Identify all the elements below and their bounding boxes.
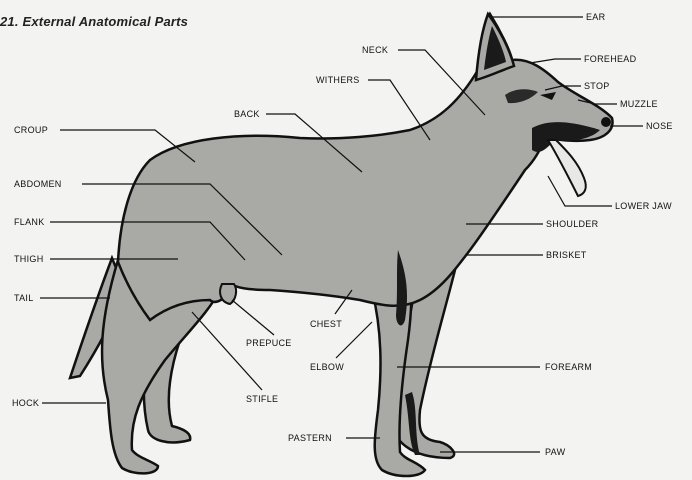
line-prepuce xyxy=(232,300,274,335)
label-ear: EAR xyxy=(586,12,606,22)
label-abdomen: ABDOMEN xyxy=(14,179,62,189)
label-nose: NOSE xyxy=(646,121,673,131)
dog-body xyxy=(118,14,613,320)
dog-nose xyxy=(601,117,611,127)
label-croup: CROUP xyxy=(14,125,48,135)
label-stifle: STIFLE xyxy=(246,394,278,404)
label-lower-jaw: LOWER JAW xyxy=(615,201,672,211)
label-forehead: FOREHEAD xyxy=(584,54,637,64)
label-brisket: BRISKET xyxy=(546,250,587,260)
label-shoulder: SHOULDER xyxy=(546,219,599,229)
line-stifle xyxy=(192,312,262,390)
label-back: BACK xyxy=(234,109,260,119)
label-hock: HOCK xyxy=(12,398,39,408)
label-withers: WITHERS xyxy=(316,75,360,85)
label-flank: FLANK xyxy=(14,217,45,227)
label-prepuce: PREPUCE xyxy=(246,338,292,348)
label-muzzle: MUZZLE xyxy=(620,99,658,109)
label-forearm: FOREARM xyxy=(545,362,592,372)
label-thigh: THIGH xyxy=(14,254,44,264)
label-pastern: PASTERN xyxy=(288,433,332,443)
line-forehead xyxy=(530,59,581,63)
label-stop: STOP xyxy=(584,81,610,91)
dog-tongue xyxy=(548,140,586,196)
label-chest: CHEST xyxy=(310,319,342,329)
label-tail: TAIL xyxy=(14,293,34,303)
label-elbow: ELBOW xyxy=(310,362,344,372)
label-paw: PAW xyxy=(545,447,566,457)
label-neck: NECK xyxy=(362,45,388,55)
